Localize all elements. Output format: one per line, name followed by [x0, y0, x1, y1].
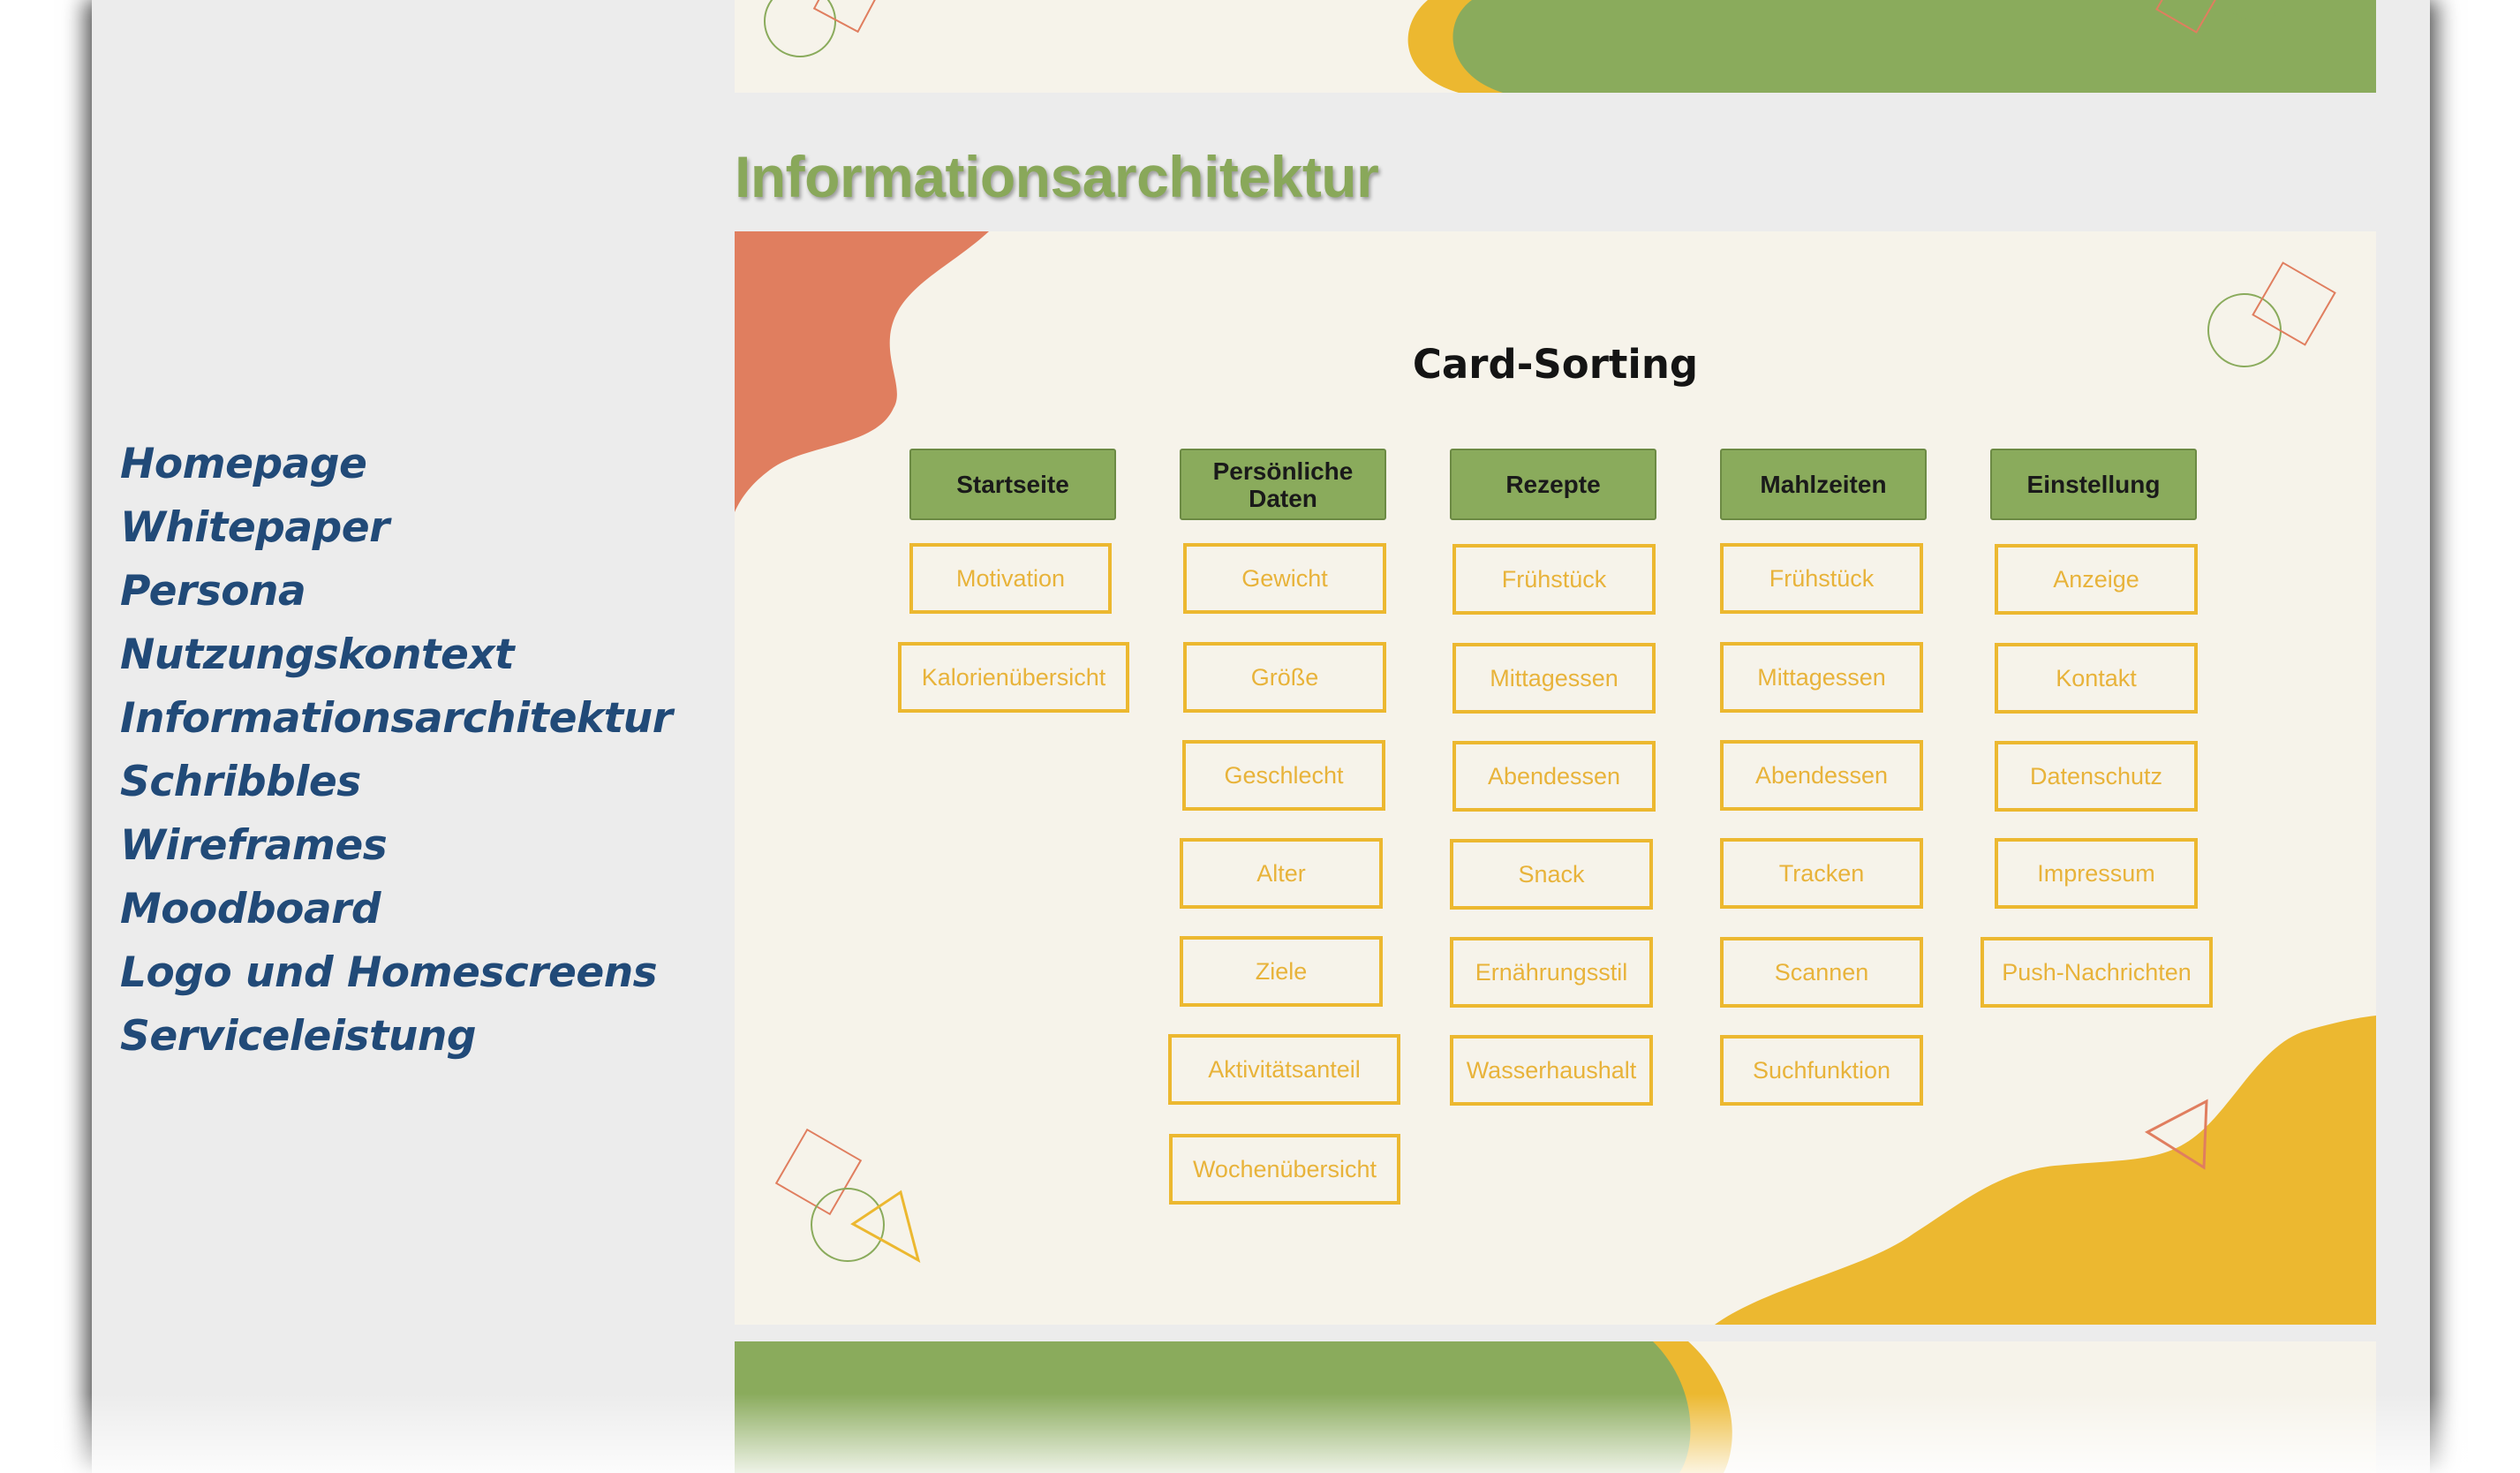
nav-link-informationsarchitektur[interactable]: Informationsarchitektur	[120, 694, 673, 743]
sort-card: Tracken	[1720, 838, 1923, 909]
nav-link-nutzungskontext[interactable]: Nutzungskontext	[120, 631, 515, 679]
sort-card: Mittagessen	[1452, 643, 1656, 714]
previous-slide-image	[735, 0, 2376, 93]
sort-card: Suchfunktion	[1720, 1035, 1923, 1106]
card-sorting-slide: Card-Sorting Startseite Motivation Kalor…	[735, 231, 2376, 1325]
sort-card: Geschlecht	[1182, 740, 1385, 811]
nav-link-persona[interactable]: Persona	[120, 567, 306, 616]
card-sorting-title: Card-Sorting	[1412, 341, 1699, 388]
sort-card: Wochenübersicht	[1169, 1134, 1400, 1205]
sort-card: Impressum	[1995, 838, 2198, 909]
nav-link-wireframes[interactable]: Wireframes	[120, 821, 388, 870]
sidebar-nav: Homepage Whitepaper Persona Nutzungskont…	[120, 433, 673, 1069]
section-title: Informationsarchitektur	[735, 144, 1379, 209]
sort-card: Aktivitätsanteil	[1168, 1034, 1400, 1105]
nav-link-serviceleistung[interactable]: Serviceleistung	[120, 1012, 477, 1061]
sort-card: Frühstück	[1452, 544, 1656, 615]
category-header: Einstellung	[1990, 449, 2197, 520]
sort-card: Anzeige	[1995, 544, 2198, 615]
sort-card: Scannen	[1720, 937, 1923, 1008]
sort-card: Ziele	[1180, 936, 1383, 1007]
nav-link-schribbles[interactable]: Schribbles	[120, 758, 361, 806]
category-header: Rezepte	[1450, 449, 1656, 520]
category-header: Persönliche Daten	[1180, 449, 1386, 520]
slide-decoration	[764, 0, 2376, 93]
sort-card: Kontakt	[1995, 643, 2198, 714]
next-slide-image	[735, 1341, 2376, 1473]
sort-card: Push-Nachrichten	[1981, 937, 2213, 1008]
sort-card: Datenschutz	[1995, 741, 2198, 812]
sort-card: Abendessen	[1452, 741, 1656, 812]
category-header: Mahlzeiten	[1720, 449, 1927, 520]
nav-link-moodboard[interactable]: Moodboard	[120, 885, 381, 933]
sort-card: Größe	[1183, 642, 1386, 713]
sort-card: Ernährungsstil	[1450, 937, 1653, 1008]
nav-link-homepage[interactable]: Homepage	[120, 440, 367, 488]
category-header: Startseite	[909, 449, 1116, 520]
sort-card: Snack	[1450, 839, 1653, 910]
sort-card: Motivation	[909, 543, 1112, 614]
sort-card: Abendessen	[1720, 740, 1923, 811]
sort-card: Alter	[1180, 838, 1383, 909]
slide-decoration	[735, 231, 2376, 1325]
sort-card: Mittagessen	[1720, 642, 1923, 713]
nav-link-logo-und-homescreens[interactable]: Logo und Homescreens	[120, 948, 658, 997]
sort-card: Kalorienübersicht	[898, 642, 1129, 713]
sort-card: Gewicht	[1183, 543, 1386, 614]
nav-link-whitepaper[interactable]: Whitepaper	[120, 503, 389, 552]
sort-card: Wasserhaushalt	[1450, 1035, 1653, 1106]
sort-card: Frühstück	[1720, 543, 1923, 614]
slide-decoration	[735, 1341, 1732, 1473]
